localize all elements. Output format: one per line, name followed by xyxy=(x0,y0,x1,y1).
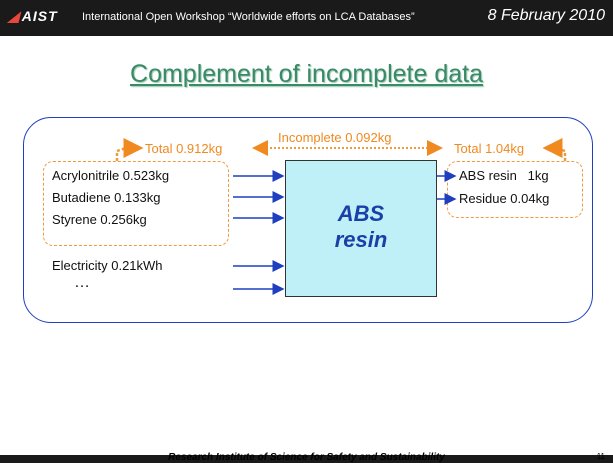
process-box: ABS resin xyxy=(285,160,437,297)
aist-logo: ◢AIST xyxy=(8,8,58,24)
input-total-connector xyxy=(115,138,144,161)
footer-bar xyxy=(0,455,613,463)
output-abs-resin: ABS resin 1kg xyxy=(459,168,549,183)
process-label: ABS resin xyxy=(334,201,388,252)
output-residue: Residue 0.04kg xyxy=(459,191,550,206)
slide-title: Complement of incomplete data xyxy=(130,60,483,88)
input-electricity: Electricity 0.21kWh xyxy=(52,258,163,273)
page-number: 11 xyxy=(596,452,605,461)
outputs-group xyxy=(447,161,583,218)
inputs-group xyxy=(43,161,229,246)
workshop-date: 8 February 2010 xyxy=(487,7,605,24)
header-bar: ◢AIST International Open Workshop “World… xyxy=(0,0,613,36)
input-styrene: Styrene 0.256kg xyxy=(52,212,147,227)
output-total-label: Total 1.04kg xyxy=(454,141,525,156)
footer-institute: Research Institute of Science for Safety… xyxy=(168,452,445,463)
incomplete-label: Incomplete 0.092kg xyxy=(278,130,392,145)
input-ellipsis: … xyxy=(74,274,90,291)
input-butadiene: Butadiene 0.133kg xyxy=(52,190,161,205)
output-total-connector xyxy=(542,138,567,161)
input-total-label: Total 0.912kg xyxy=(145,141,223,156)
diagram-panel xyxy=(23,117,593,323)
workshop-title: International Open Workshop “Worldwide e… xyxy=(82,11,415,23)
input-acrylonitrile: Acrylonitrile 0.523kg xyxy=(52,168,170,183)
